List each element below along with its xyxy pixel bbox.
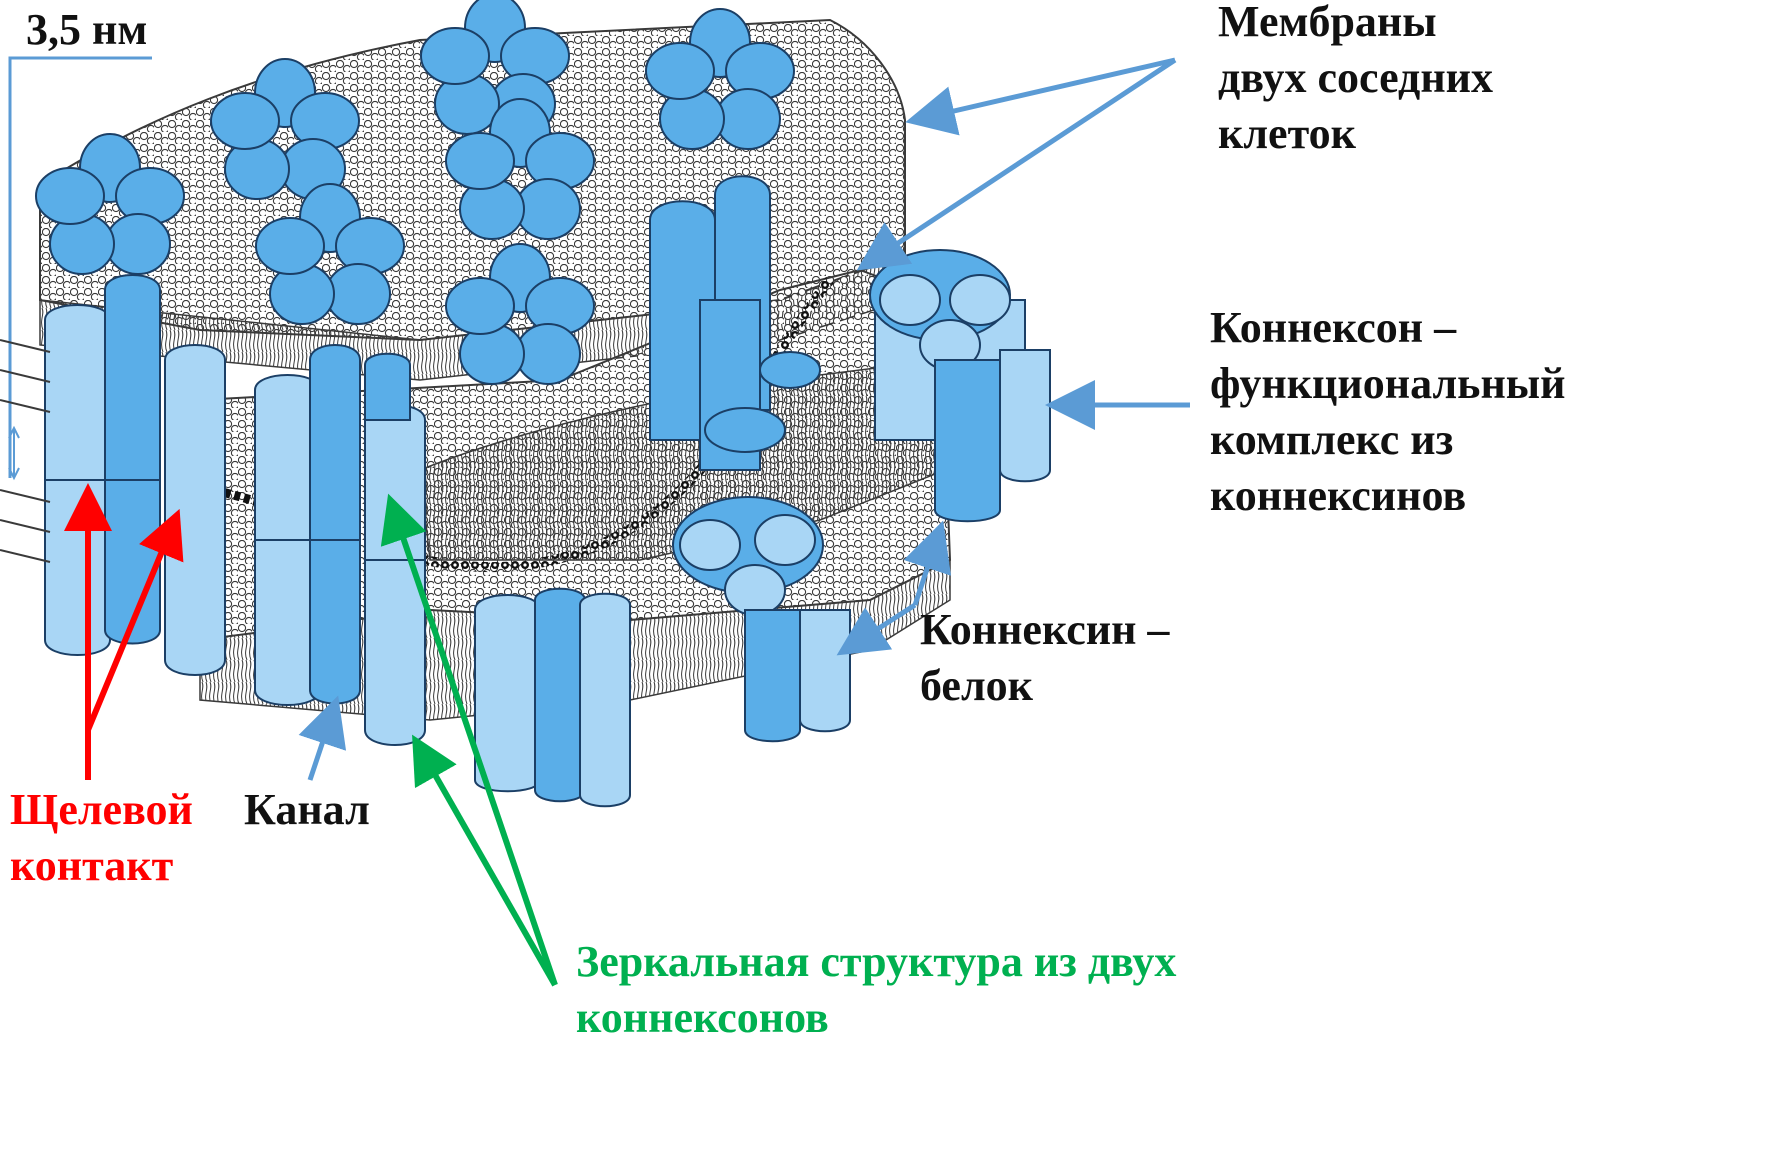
channel-label: Канал bbox=[244, 782, 370, 838]
membrane-arrows bbox=[865, 60, 1175, 265]
connexon-label-line: комплекс из bbox=[1210, 412, 1566, 468]
connexon-label: Коннексон – функциональный комплекс из к… bbox=[1210, 300, 1566, 524]
gap-junction-label-line: Щелевой bbox=[10, 782, 193, 838]
scale-label: 3,5 нм bbox=[26, 2, 147, 58]
mirror-structure-label-line: Зеркальная структура из двух bbox=[576, 934, 1176, 990]
connexin-label: Коннексин – белок bbox=[920, 602, 1169, 714]
connexon-label-line: коннексинов bbox=[1210, 468, 1566, 524]
membranes-label-line: Мембраны bbox=[1218, 0, 1493, 50]
membranes-label-line: двух соседних bbox=[1218, 50, 1493, 106]
connexon-label-line: Коннексон – bbox=[1210, 300, 1566, 356]
connexon-label-line: функциональный bbox=[1210, 356, 1566, 412]
channel-arrow bbox=[310, 705, 335, 780]
membrane-edge-lines bbox=[0, 340, 50, 562]
membranes-label: Мембраны двух соседних клеток bbox=[1218, 0, 1493, 162]
gap-junction-label-line: контакт bbox=[10, 838, 193, 894]
membranes-label-line: клеток bbox=[1218, 106, 1493, 162]
connexin-label-line: белок bbox=[920, 658, 1169, 714]
mirror-structure-label: Зеркальная структура из двух коннексонов bbox=[576, 934, 1176, 1046]
mirror-structure-label-line: коннексонов bbox=[576, 990, 1176, 1046]
gap-junction-label: Щелевой контакт bbox=[10, 782, 193, 894]
connexin-label-line: Коннексин – bbox=[920, 602, 1169, 658]
